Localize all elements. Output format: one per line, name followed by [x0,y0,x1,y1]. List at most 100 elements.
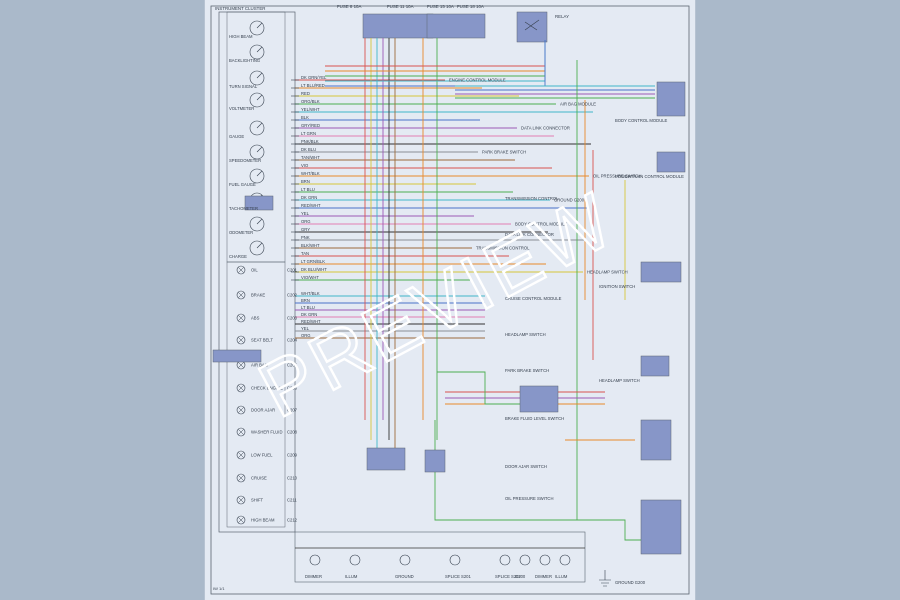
destination-label: HEADLAMP SWITCH [587,270,628,275]
connector-id: C205 [287,363,298,368]
right-module-box [640,261,682,283]
wire-color-label: DK GRN [301,312,317,317]
gauge-symbol [249,216,265,232]
indicator-label: SEAT BELT [251,338,273,343]
gauge-label: CHARGE [229,254,247,259]
gauge-needle [256,146,263,153]
indicator-label: CHECK ENGINE [251,386,283,391]
page-id: IW 1/1 [213,586,225,591]
bottom-lamp [519,554,531,566]
module-label: POWERTRAIN CONTROL MODULE [615,174,684,179]
gauge-needle [256,170,263,177]
ignition-switch-box [640,499,682,555]
gauge-label: TURN SIGNAL [229,84,258,89]
lamp-filament [237,361,245,369]
right-side-label: DOOR AJAR SWITCH [505,464,547,469]
wire-color-label: WHT/BLK [301,171,320,176]
right-side-label: PARK BRAKE SWITCH [505,368,549,373]
switch-box [424,449,446,473]
gauge-symbol [249,120,265,136]
bottom-label: SPLICE S201 [445,574,472,579]
indicator-label: BRAKE [251,293,265,298]
wire-color-label: RED [301,91,310,96]
right-side-label: DATA LINK CONNECTOR [505,232,554,237]
gauge-symbol [249,70,265,86]
wire-color-label: BRN [301,179,310,184]
gauge-symbol [249,168,265,184]
destination-label: DATA LINK CONNECTOR [521,126,570,131]
connector-id: C211 [287,498,297,503]
wire-color-label: RED/WHT [301,203,321,208]
indicator-lamp [236,383,246,393]
wire-color-label: ORG [301,219,311,224]
wire-color-label: BRN [301,298,310,303]
gauge-needle [256,122,263,129]
bottom-label: DIMMER [305,574,322,579]
indicator-label: WASHER FLUID [251,430,283,435]
trunk-wire [325,40,546,87]
wire-color-label: GRY [301,227,310,232]
right-module-box [656,151,686,173]
lamp-filament [237,336,245,344]
wire-color-label: LT GRN/BLK [301,259,325,264]
indicator-label: AIR BAG [251,363,268,368]
ignition-feed-wire [434,420,641,541]
wire-color-label: BLK [301,115,309,120]
indicator-label: OIL [251,268,258,273]
lamp-filament [237,496,245,504]
destination-label: BODY CONTROL MODULE [515,222,568,227]
bottom-lamp [559,554,571,566]
gauge-needle [256,22,263,29]
gauge-label: GAUGE [229,134,244,139]
indicator-lamp [236,427,246,437]
bottom-label: DIMMER [535,574,552,579]
lamp-filament [237,474,245,482]
fuse-label-2: FUSE 11 10A [387,4,414,9]
relay-contact [524,19,540,31]
wire-color-label: ORG [301,333,311,338]
bottom-lamp [539,554,551,566]
connector-id: C208 [287,430,298,435]
right-side-label: BRAKE FLUID LEVEL SWITCH [505,416,564,421]
center-module-box [519,385,559,413]
destination-label: TRANSMISSION CONTROL [476,246,530,251]
connector-id: C203 [287,316,298,321]
wire-color-label: TAN/WHT [301,155,320,160]
indicator-lamp [236,335,246,345]
wire-color-label: YEL [301,211,310,216]
connector-id: C207 [287,408,298,413]
trunk-wire [325,40,546,82]
connector-id: C204 [287,338,298,343]
relay-component: RELAY [516,11,569,43]
indicator-label: SHIFT [251,498,264,503]
wire-color-label: TAN [301,251,309,256]
gauge-label: HIGH BEAM [229,34,253,39]
bottom-label: GROUND [395,574,414,579]
gauge-needle [256,218,263,225]
right-side-label: TRANSMISSION CONTROL [505,196,559,201]
wire-group [291,38,655,549]
left-bottom-module [366,447,406,471]
indicator-label: HIGH BEAM [251,518,275,523]
indicator-lamp [236,473,246,483]
indicator-lamp [236,313,246,323]
gauge-label: VOLTMETER [229,106,254,111]
indicator-label: LOW FUEL [251,453,273,458]
wire-color-label: BLK/WHT [301,243,320,248]
bottom-lamp [449,554,461,566]
right-side-label: HEADLAMP SWITCH [505,332,546,337]
gauge-label: TACHOMETER [229,206,258,211]
connector-id: C209 [287,453,298,458]
wire-color-label: DK BLU [301,147,316,152]
fuse-label-3: FUSE 15 10A [427,4,454,9]
bottom-lamp [499,554,511,566]
module-label: IGNITION SWITCH [599,284,635,289]
wire-color-label: YEL/WHT [301,107,320,112]
module-label: BODY CONTROL MODULE [615,118,668,123]
connector-id: C201 [287,268,298,273]
indicator-lamp [236,290,246,300]
wire-color-label: LT BLU [301,187,315,192]
fuse-label-1: FUSE 8 10A [337,4,361,9]
bottom-label: ILLUM [555,574,568,579]
